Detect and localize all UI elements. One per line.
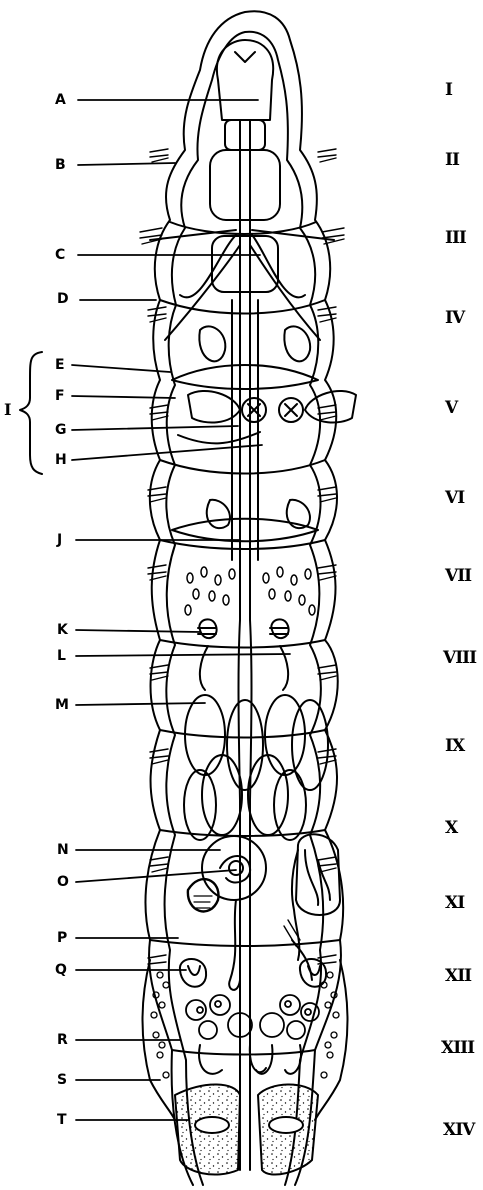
septum — [160, 300, 325, 314]
ventral-nerve-cord — [250, 120, 252, 1170]
segment-XII: XII — [445, 968, 471, 985]
septum — [150, 940, 340, 946]
label-R: R — [57, 1033, 68, 1047]
segment-III: III — [445, 230, 466, 247]
segment-XIII: XIII — [441, 1040, 474, 1057]
segment-VI: VI — [445, 490, 464, 507]
septum — [160, 640, 325, 648]
label-O: O — [57, 875, 69, 889]
label-E: E — [55, 358, 65, 372]
label-H: H — [55, 453, 67, 467]
group-brace — [20, 352, 42, 474]
segment-IV: IV — [445, 310, 464, 327]
spermatheca-left — [202, 836, 266, 900]
label-P: P — [57, 931, 67, 945]
pharynx — [217, 40, 273, 120]
label-G: G — [55, 423, 67, 437]
label-F: F — [55, 389, 65, 403]
body-wall-inner — [165, 32, 324, 1185]
label-M: M — [55, 698, 69, 712]
segment-XI: XI — [445, 895, 464, 912]
septum-band — [172, 365, 318, 389]
label-Q: Q — [55, 963, 67, 977]
label-B: B — [55, 158, 66, 172]
septum-band — [172, 519, 318, 542]
label-T: T — [57, 1113, 67, 1127]
segment-IX: IX — [445, 738, 464, 755]
label-A: A — [55, 93, 66, 107]
label-J: J — [57, 533, 62, 547]
segment-XIV: XIV — [443, 1122, 474, 1139]
clitellum-pore-left — [188, 879, 219, 911]
leader-lines — [72, 100, 290, 1120]
egg-sacs — [186, 995, 319, 1039]
label-D: D — [57, 292, 69, 306]
ovary-left — [180, 959, 206, 987]
segment-I: I — [445, 82, 452, 99]
label-C: C — [55, 248, 65, 262]
label-N: N — [57, 843, 69, 857]
label-S: S — [57, 1073, 67, 1087]
vas-deferens — [178, 432, 260, 443]
segment-II: II — [445, 152, 459, 169]
septum — [172, 1050, 315, 1055]
body-wall-outer — [145, 11, 343, 1185]
label-K: K — [57, 623, 68, 637]
septum — [170, 222, 316, 234]
esophagus — [210, 150, 280, 220]
segment-X: X — [445, 820, 457, 837]
label-L: L — [57, 649, 66, 663]
segment-VIII: VIII — [443, 650, 476, 667]
segment-VII: VII — [445, 568, 471, 585]
group-label-I: I — [4, 400, 11, 419]
segment-V: V — [445, 400, 457, 417]
septum — [160, 460, 325, 474]
